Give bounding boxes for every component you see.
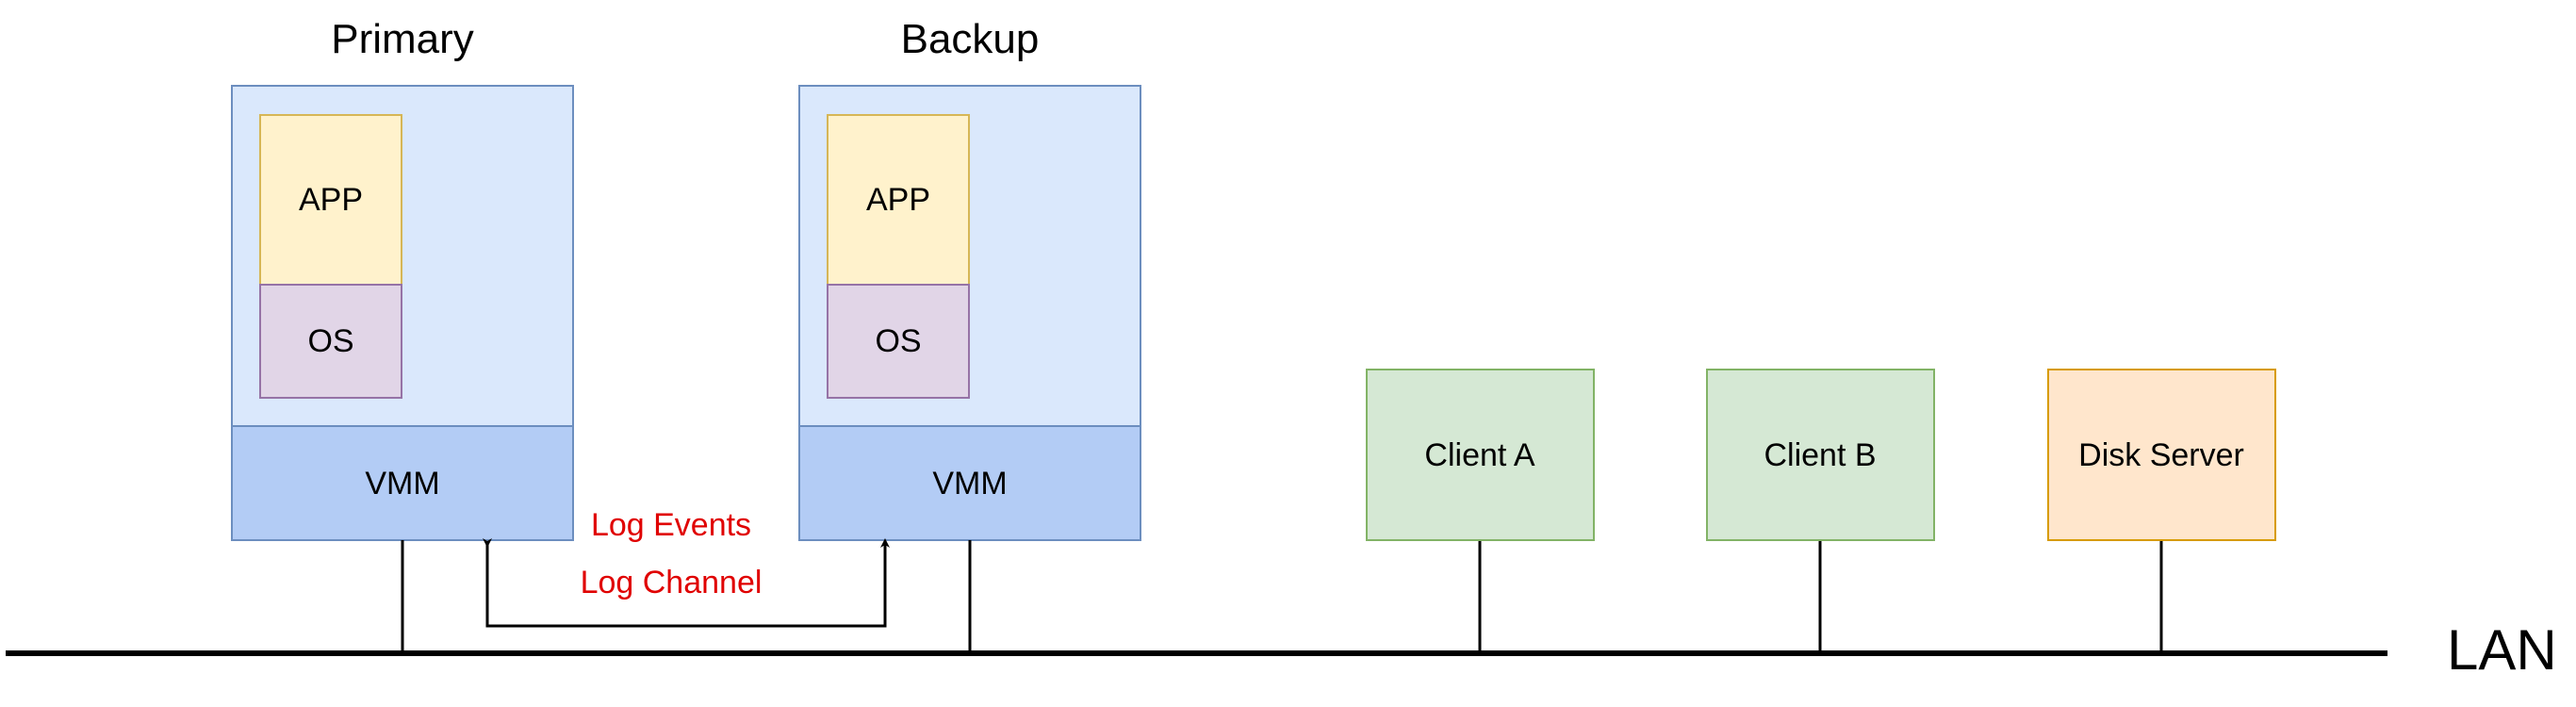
disk-server-node: Disk Server	[2047, 369, 2276, 541]
lan-bus: LAN	[6, 618, 2557, 682]
backup-os-box	[827, 284, 970, 399]
primary-host: Primary VMM APP OS	[231, 16, 574, 541]
primary-os-label: OS	[307, 323, 353, 359]
log-channel-arrow	[483, 538, 890, 628]
client-b-node: Client B	[1706, 369, 1935, 541]
primary-app-box	[259, 114, 402, 286]
log-channel-label: Log Channel	[581, 565, 763, 600]
backup-title: Backup	[901, 16, 1040, 62]
primary-title: Primary	[331, 16, 474, 62]
client-a-label: Client A	[1424, 437, 1534, 473]
client-a-node: Client A	[1366, 369, 1595, 541]
backup-vmm-label: VMM	[932, 466, 1007, 501]
primary-os-box	[259, 284, 402, 399]
primary-vmm-label: VMM	[365, 466, 439, 501]
backup-os-label: OS	[875, 323, 921, 359]
disk-server-label: Disk Server	[2078, 437, 2244, 473]
disk-server-box	[2047, 369, 2276, 541]
client-a-box	[1366, 369, 1595, 541]
log-events-label: Log Events	[591, 507, 751, 543]
backup-app-label: APP	[866, 182, 930, 218]
log-channel: Log Events Log Channel	[483, 507, 890, 628]
lan-connectors	[401, 540, 2163, 653]
backup-vmm-box	[798, 425, 1141, 541]
primary-app-label: APP	[299, 182, 363, 218]
client-b-label: Client B	[1764, 437, 1876, 473]
lan-label: LAN	[2447, 618, 2557, 682]
backup-host: Backup VMM APP OS	[798, 16, 1141, 541]
client-b-box	[1706, 369, 1935, 541]
primary-vmm-box	[231, 425, 574, 541]
